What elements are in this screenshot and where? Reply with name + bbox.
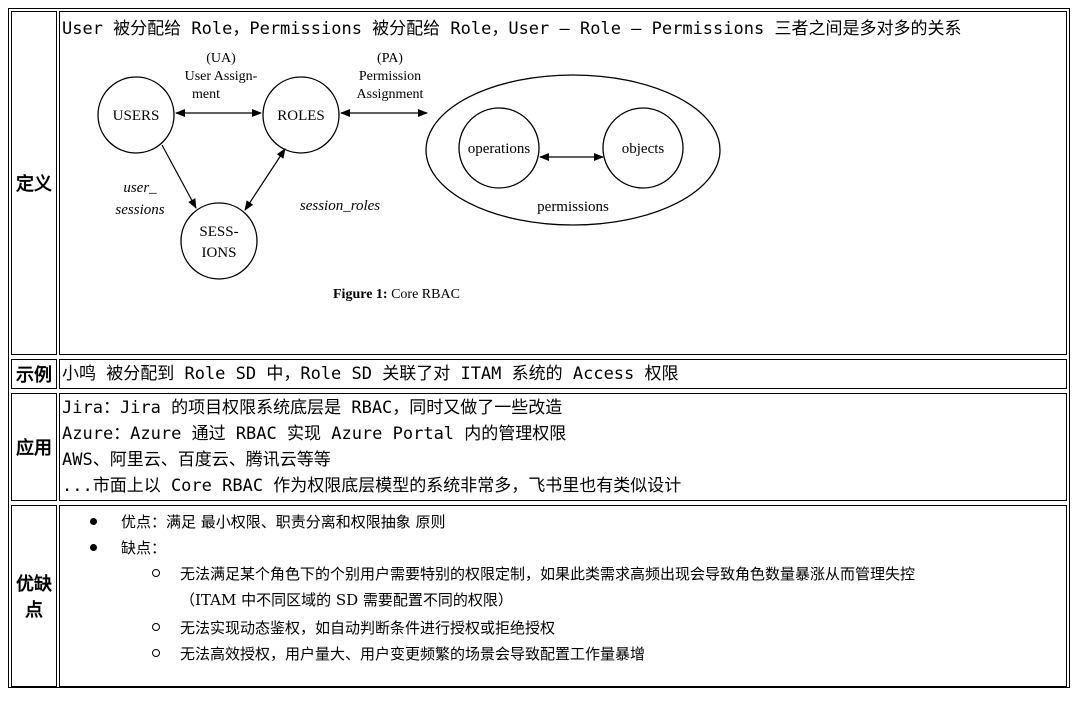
- pa-label-1: (PA): [377, 51, 403, 66]
- definition-label: 定义: [11, 11, 57, 355]
- cons-sub-item-2: 无法实现动态鉴权，如自动判断条件进行授权或拒绝授权: [152, 616, 555, 640]
- ua-label-2: User Assign-: [185, 69, 258, 84]
- example-cell: 小鸣 被分配到 Role SD 中，Role SD 关联了对 ITAM 系统的 …: [59, 359, 1067, 389]
- permissions-ellipse: [425, 74, 721, 226]
- cons-sub-item-1-cont: （ITAM 中不同区域的 SD 需要配置不同的权限）: [180, 588, 513, 612]
- application-line-3: AWS、阿里云、百度云、腾讯云等等: [62, 450, 331, 470]
- pros-text: 优点：满足 最小权限、职责分离和权限抽象 原则: [121, 513, 446, 531]
- objects-label: objects: [622, 141, 665, 157]
- sessions-label-2: IONS: [201, 245, 236, 261]
- application-cell: Jira：Jira 的项目权限系统底层是 RBAC，同时又做了一些改造 Azur…: [59, 393, 1067, 501]
- pros-cons-label-line2: 点: [25, 600, 43, 621]
- bullet-icon: [90, 518, 97, 525]
- pros-cons-cell: 优点：满足 最小权限、职责分离和权限抽象 原则 缺点： 无法满足某个角色下的个别…: [59, 505, 1067, 687]
- example-text: 小鸣 被分配到 Role SD 中，Role SD 关联了对 ITAM 系统的 …: [62, 364, 679, 384]
- circle-bullet-icon: [152, 649, 160, 657]
- cons-sub-text-1: 无法满足某个角色下的个别用户需要特别的权限定制，如果此类需求高频出现会导致角色数…: [180, 565, 916, 583]
- cons-text: 缺点：: [121, 539, 167, 557]
- application-label: 应用: [11, 393, 57, 501]
- cons-sub-text-3: 无法高效授权，用户量大、用户变更频繁的场景会导致配置工作量暴增: [180, 645, 646, 663]
- sessions-node: [180, 202, 258, 280]
- objects-node: [602, 107, 684, 189]
- user-sessions-label-1: user_: [123, 180, 157, 196]
- roles-label: ROLES: [277, 108, 325, 124]
- application-line-2: Azure：Azure 通过 RBAC 实现 Azure Portal 内的管理…: [62, 424, 567, 444]
- pros-item: 优点：满足 最小权限、职责分离和权限抽象 原则: [90, 510, 446, 534]
- rbac-table: 定义 User 被分配给 Role，Permissions 被分配给 Role，…: [8, 8, 1070, 688]
- application-line-1: Jira：Jira 的项目权限系统底层是 RBAC，同时又做了一些改造: [62, 398, 563, 418]
- ua-label-3: ment: [192, 87, 220, 102]
- operations-node: [458, 107, 540, 189]
- circle-bullet-icon: [152, 623, 160, 631]
- core-rbac-figure: USERS ROLES SESS- IONS operations object…: [97, 51, 721, 302]
- cons-sub-item-1: 无法满足某个角色下的个别用户需要特别的权限定制，如果此类需求高频出现会导致角色数…: [152, 562, 915, 586]
- ua-label-1: (UA): [206, 51, 236, 66]
- session-roles-arrow: [244, 148, 286, 211]
- pros-cons-label: 优缺 点: [11, 505, 57, 687]
- figure-caption: Figure 1: Core RBAC: [333, 287, 460, 302]
- users-label: USERS: [113, 108, 160, 124]
- session-roles-label: session_roles: [300, 198, 380, 214]
- pros-cons-label-line1: 优缺: [16, 574, 52, 595]
- example-label: 示例: [11, 359, 57, 389]
- operations-label: operations: [468, 141, 531, 157]
- circle-bullet-icon: [152, 569, 160, 577]
- user-sessions-label-2: sessions: [115, 202, 164, 218]
- pa-label-2: Permission: [359, 69, 421, 84]
- permissions-label: permissions: [537, 199, 609, 215]
- cons-sub-text-2: 无法实现动态鉴权，如自动判断条件进行授权或拒绝授权: [180, 619, 556, 637]
- pa-label-3: Assignment: [357, 87, 424, 102]
- definition-text: User 被分配给 Role，Permissions 被分配给 Role，Use…: [62, 19, 962, 39]
- cons-item: 缺点：: [90, 536, 166, 560]
- users-node: [97, 76, 175, 154]
- cons-sub-item-3: 无法高效授权，用户量大、用户变更频繁的场景会导致配置工作量暴增: [152, 642, 645, 666]
- cons-sub-text-1-cont: （ITAM 中不同区域的 SD 需要配置不同的权限）: [180, 591, 513, 609]
- definition-cell: User 被分配给 Role，Permissions 被分配给 Role，Use…: [59, 11, 1067, 355]
- user-sessions-arrow: [161, 144, 197, 209]
- roles-node: [262, 76, 340, 154]
- bullet-icon: [90, 544, 97, 551]
- application-line-4: ...市面上以 Core RBAC 作为权限底层模型的系统非常多，飞书里也有类似…: [62, 476, 682, 496]
- sessions-label-1: SESS-: [199, 224, 238, 240]
